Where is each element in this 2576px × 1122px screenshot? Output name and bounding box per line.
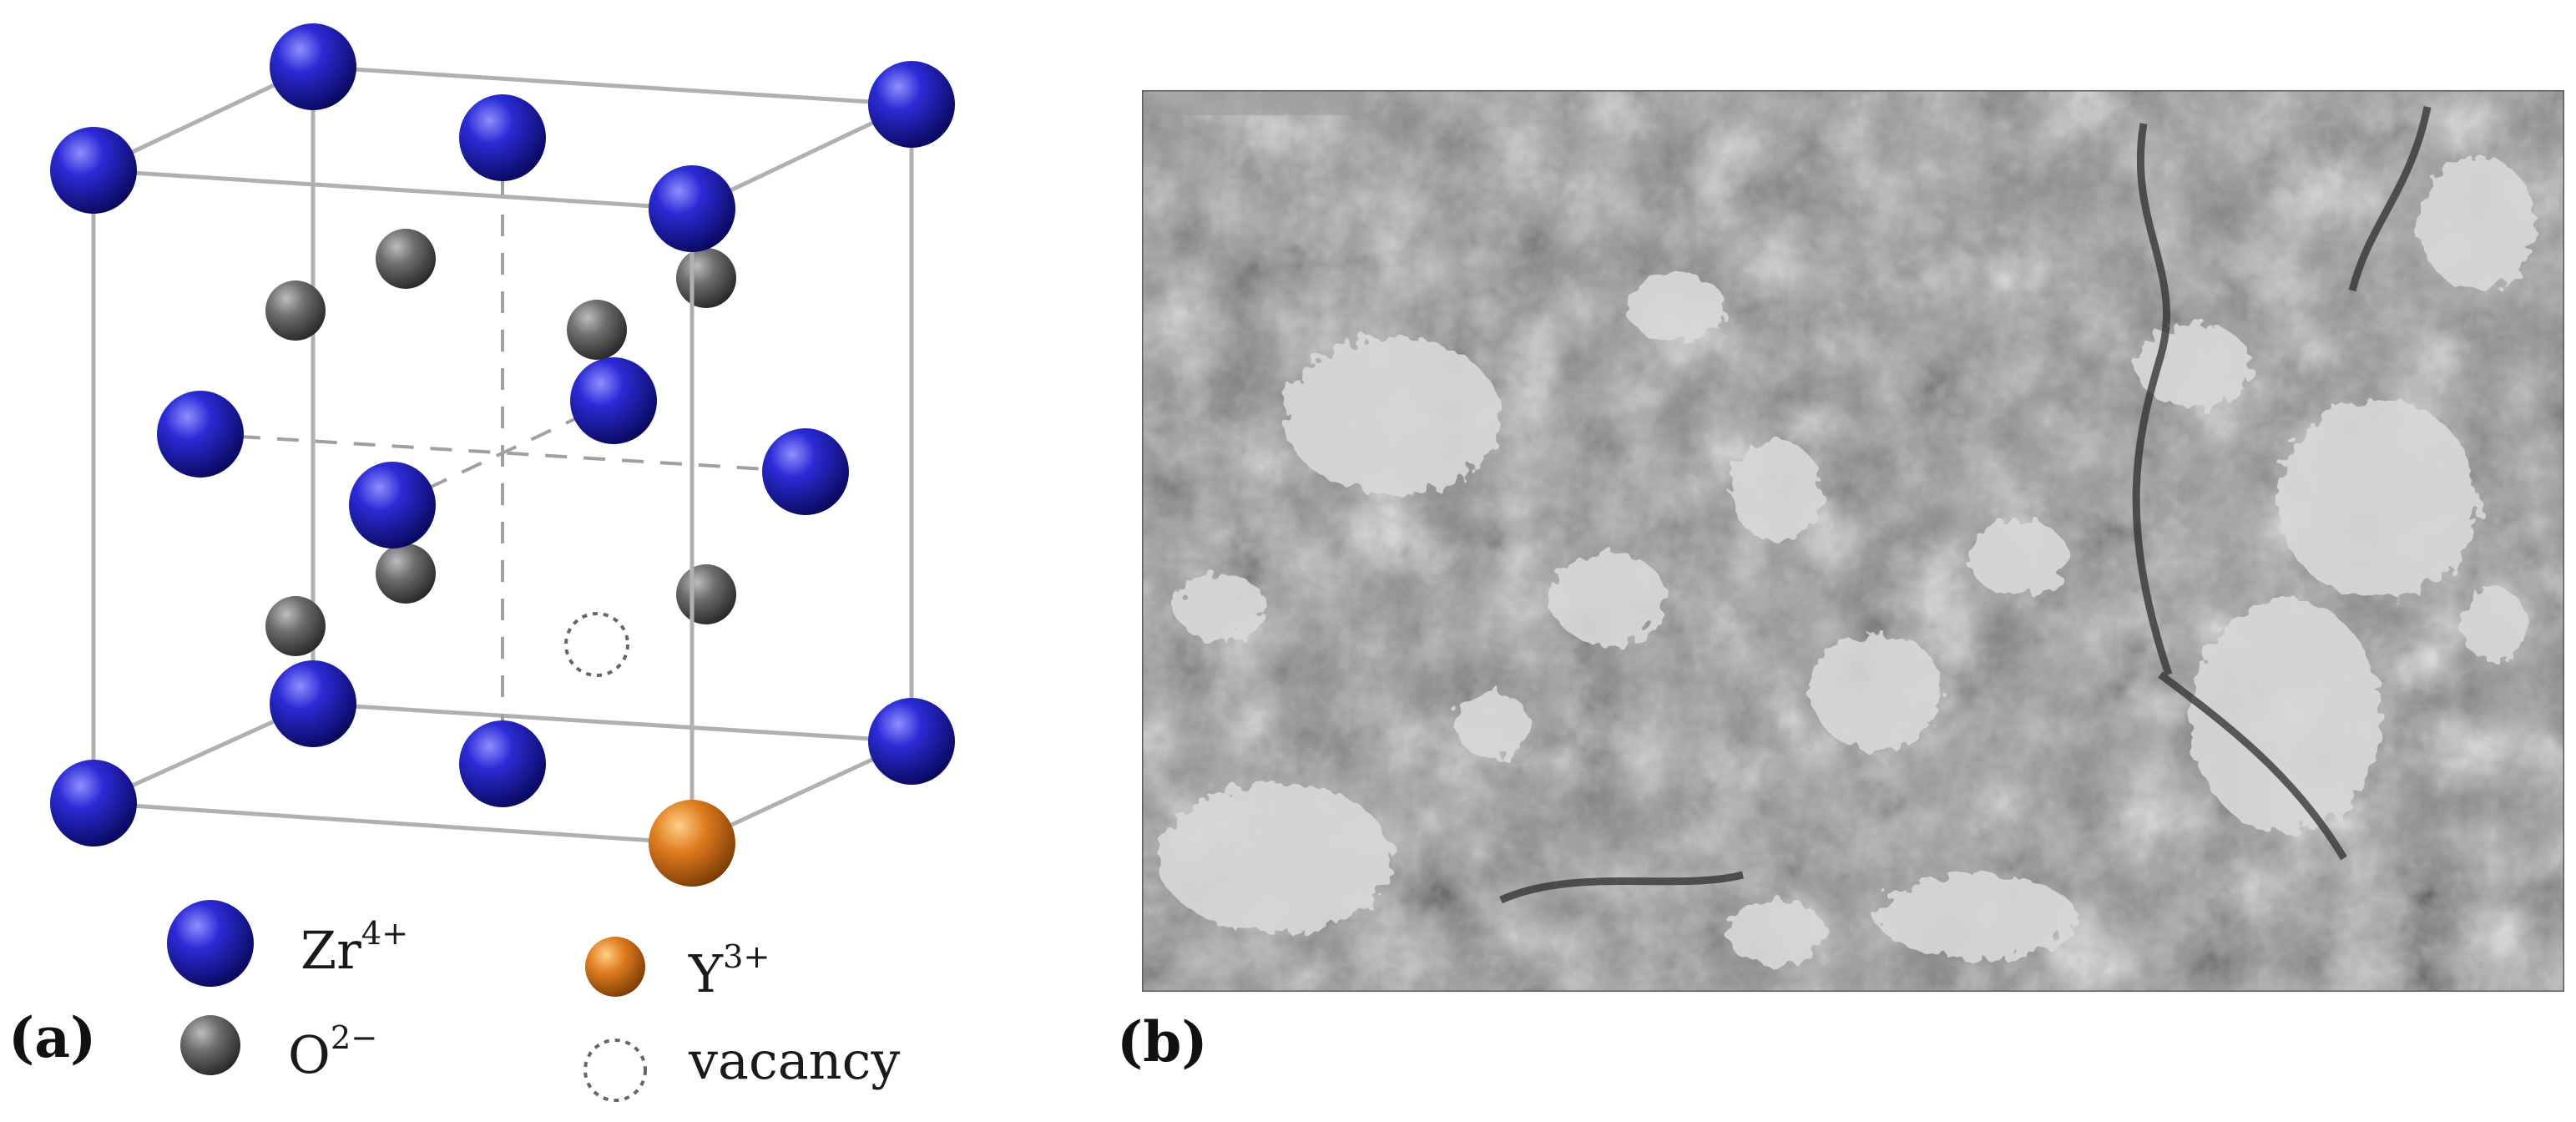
- o-ion: [676, 564, 736, 624]
- y-charge: 3+: [722, 938, 770, 976]
- zr-symbol: Zr: [301, 919, 361, 981]
- sem-cracks: [1499, 106, 2432, 904]
- panel-a-label: (a): [8, 1005, 97, 1070]
- sem-micrograph: [1142, 90, 2564, 992]
- o-ion: [676, 248, 736, 308]
- legend-y-label: Y3+: [689, 941, 770, 1000]
- o-symbol: O: [288, 1023, 331, 1085]
- zr-ion: [270, 660, 356, 747]
- vacancy-site: [564, 612, 629, 677]
- o-ion: [265, 596, 326, 656]
- o-ion: [265, 280, 326, 341]
- legend-zr-swatch: [167, 900, 254, 987]
- zr-ion: [459, 720, 546, 807]
- zr-ion: [50, 760, 137, 847]
- legend-zr-label: Zr4+: [301, 915, 409, 977]
- zr-charge: 4+: [361, 915, 409, 953]
- cell-front-edges: [91, 168, 695, 846]
- legend-vacancy-swatch: [583, 1039, 647, 1102]
- sem-particles: [1159, 157, 2536, 967]
- zr-ion: [157, 391, 244, 478]
- zr-ion: [649, 165, 735, 252]
- crystal-structure-diagram: [50, 23, 955, 1102]
- zr-ion: [570, 357, 657, 444]
- cell-back-edges: [311, 64, 914, 744]
- zr-ion: [270, 23, 356, 110]
- legend-y-swatch: [585, 937, 645, 997]
- o-ion: [376, 543, 436, 604]
- y-symbol: Y: [689, 943, 723, 1004]
- o-ion: [376, 229, 436, 289]
- zr-ion: [50, 127, 137, 214]
- o-charge: 2−: [330, 1019, 378, 1057]
- zr-ion: [868, 61, 955, 148]
- zr-ion: [459, 94, 546, 181]
- zr-ion: [762, 428, 849, 515]
- legend-o-swatch: [180, 1015, 240, 1075]
- legend-vacancy-label: vacancy: [689, 1030, 901, 1091]
- panel-b-label: (b): [1117, 1009, 1208, 1074]
- legend-o-label: O2−: [288, 1022, 377, 1081]
- y-ion: [649, 800, 735, 887]
- zr-ion: [349, 462, 436, 548]
- o-ion: [567, 300, 627, 360]
- zr-ion: [868, 698, 955, 785]
